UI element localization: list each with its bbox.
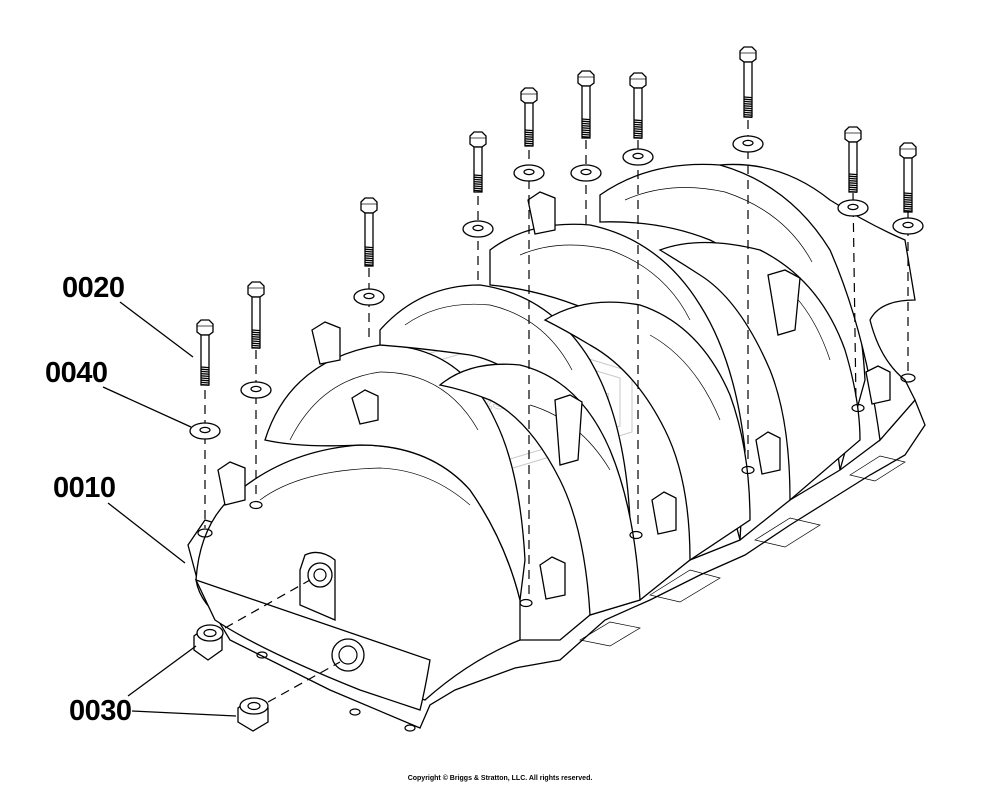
sleeve-spacer-icon (237, 697, 269, 732)
flat-washer-icon (622, 148, 654, 166)
flat-washer-icon (189, 422, 221, 440)
callout-0040: 0040 (45, 357, 192, 428)
flat-washers (189, 135, 924, 440)
hex-head-bolt-icon (360, 197, 378, 267)
hex-head-bolt-icon (196, 319, 214, 386)
flat-washer-icon (353, 288, 385, 306)
mounting-holes (197, 373, 916, 732)
hex-head-bolt-icon (844, 126, 862, 193)
hex-head-bolt-icon (577, 70, 595, 139)
hex-head-bolt-icon (520, 87, 538, 147)
sleeve-spacer-icon (193, 624, 224, 661)
callout-label-0040: 0040 (45, 357, 108, 389)
hex-head-bolt-icon (899, 142, 917, 213)
flat-washer-icon (732, 135, 764, 153)
hex-head-bolt-icon (469, 131, 487, 193)
callout-0010: 0010 (53, 472, 186, 564)
copyright-notice: Copyright © Briggs & Stratton, LLC. All … (407, 775, 593, 782)
callout-0020: 0020 (62, 272, 194, 358)
sleeve-spacers (193, 624, 269, 732)
flat-washer-icon (240, 381, 272, 399)
assembly-centerlines (204, 120, 909, 703)
hex-bolts (196, 46, 917, 386)
flat-washer-icon (570, 164, 602, 182)
callout-label-0010: 0010 (53, 472, 116, 504)
flat-washer-icon (892, 217, 924, 235)
callout-0030: 0030 (69, 645, 237, 727)
flat-washer-icon (513, 164, 545, 182)
hex-head-bolt-icon (629, 72, 647, 139)
callout-label-0020: 0020 (62, 272, 125, 304)
callout-label-0030: 0030 (69, 695, 132, 727)
hex-head-bolt-icon (247, 281, 265, 349)
flat-washer-icon (462, 220, 494, 238)
flat-washer-icon (837, 199, 869, 217)
intake-manifold-body (187, 163, 926, 732)
hex-head-bolt-icon (739, 46, 757, 119)
